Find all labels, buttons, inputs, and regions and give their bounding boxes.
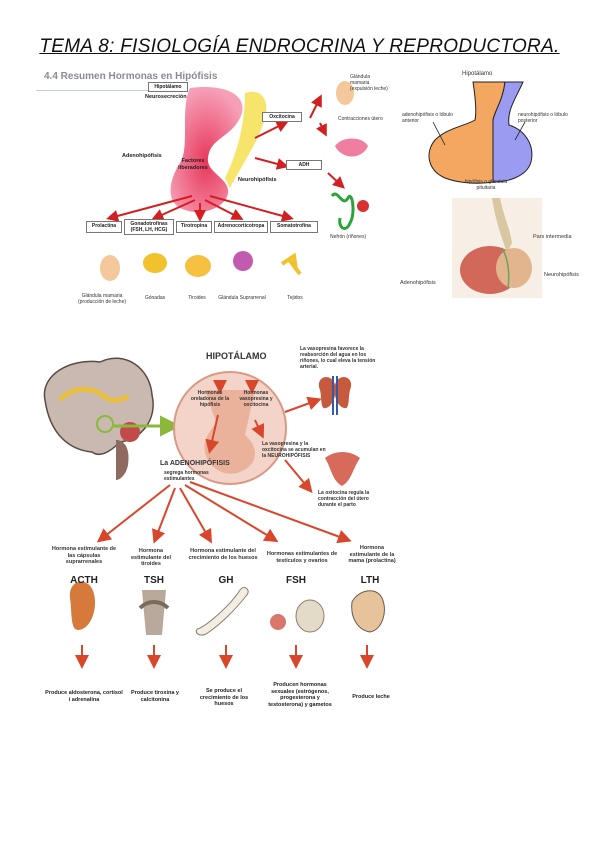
gh-description: Hormona estimulante del crecimiento de l… <box>188 548 258 561</box>
adenohypophysis-anatomy-label: Adenohipófisis <box>400 280 436 286</box>
uterine-label: Contracciones útero <box>338 116 383 122</box>
neurohypophysis-label: Neurohipófisis <box>238 177 277 183</box>
thyroid-icon <box>185 255 211 277</box>
mammary-top-label: Glándula mamaria (expulsión leche) <box>350 74 388 92</box>
flow-arrows <box>75 380 374 669</box>
fsh-description: Hormonas estimulantes de testículos y ov… <box>266 551 338 564</box>
acth-effect: Produce aldosterona, cortisol i adrenali… <box>45 690 123 703</box>
accumulate-label: La vasopresina y la oxcitocina se acumul… <box>262 441 326 459</box>
hypothalamus-pituitary-flow-diagram <box>43 357 385 669</box>
pituitary-gland-label: hipófisis o glándula pituitaria <box>464 179 508 191</box>
ovary-icon <box>270 614 286 630</box>
adenohypophysis-subtitle: segrega hormonas estimulantes <box>164 470 209 482</box>
adrenal-gland-icon <box>69 581 96 630</box>
lth-effect: Produce leche <box>352 694 390 700</box>
brainstem-shape <box>116 440 129 480</box>
testis-icon <box>295 599 325 633</box>
acth-code: ACTH <box>70 575 98 586</box>
mammary-gland-icon <box>336 81 354 105</box>
neurosecretion-label: Neurosecreción <box>145 94 187 100</box>
page-title: TEMA 8: FISIOLOGÍA ENDROCRINA Y REPRODUC… <box>39 36 560 57</box>
lth-description: Hormona estimulante de la mama (prolacti… <box>348 545 396 564</box>
section-rule <box>36 90 176 91</box>
kidney-icon <box>334 376 352 409</box>
renal-vessels-icon <box>332 376 338 415</box>
neurohypophysis-anatomy-label: Neurohipófisis <box>544 272 579 278</box>
bone-icon <box>195 587 249 636</box>
posterior-lobe-shape <box>492 81 533 183</box>
hypothalamus-title: HIPOTÁLAMO <box>206 351 267 361</box>
oxytocin-box: Oxcitocina <box>262 112 302 122</box>
neurohypophysis-lobe-label: neurohipófisis o lóbulo posterior <box>518 112 568 124</box>
adrenal-gland-icon <box>233 251 253 271</box>
thyroid-lobes-shape <box>138 600 170 610</box>
nephron-label: Nefrón (riñones) <box>330 234 367 240</box>
tsh-code: TSH <box>144 575 164 586</box>
uterus-icon <box>335 138 368 157</box>
corpus-callosum-shape <box>58 386 130 403</box>
hypothalamus-box: Hipotálamo <box>148 82 188 92</box>
vasopressin-oxytocin-label: Hormonas vasopresina y oxcitocina <box>239 390 273 408</box>
prolactin-box: Prolactina <box>86 221 122 233</box>
uterus-icon <box>325 452 360 486</box>
pars-intermedia-label: Pars intermedia <box>533 234 572 240</box>
somatotropin-target: Tejidos <box>287 295 303 301</box>
infundibulum-shape <box>492 198 512 253</box>
adenohypophysis-title: La ADENOHIPÓFISIS <box>160 460 230 467</box>
neurohypophysis-anatomy-shape <box>496 248 532 288</box>
pituitary-highlight-icon <box>96 415 114 433</box>
gonadotropins-target: Gónadas <box>144 295 166 301</box>
fsh-code: FSH <box>286 575 306 586</box>
pituitary-lobes-diagram <box>428 81 533 184</box>
leader-line <box>514 121 526 141</box>
gh-effect: Se produce el crecimiento de los huesos <box>199 688 249 707</box>
vasopressin-text: La vasopresina favorece la reabsorción d… <box>300 346 376 370</box>
breast-icon <box>351 590 385 633</box>
adenohypophysis-label: Adenohipófisis <box>122 153 162 159</box>
oxytocin-text: La oxitocina regula la contracción del ú… <box>318 490 370 508</box>
pituitary-anatomy-illustration <box>452 198 542 298</box>
releasing-hormones-label: Hormonas oreladoras de la hipófisis <box>190 390 230 408</box>
gonads-icon <box>143 253 167 273</box>
releasing-factors-label: Factores liberadores <box>178 158 208 171</box>
pituitary-summary-diagram <box>100 81 369 281</box>
gonadotropins-box: Gonadotrofinas (FSH, LH, HCG) <box>124 219 174 235</box>
lth-code: LTH <box>360 575 380 586</box>
thyrotropin-target: Tiroides <box>188 295 206 301</box>
adenohypophysis-shape <box>170 87 243 213</box>
brain-icon <box>43 357 154 456</box>
bone-tissue-icon <box>280 252 302 276</box>
prolactin-target: Glándula mamaria (producción de leche) <box>77 293 127 305</box>
acth-description: Hormona estimulante de las cápsulas supr… <box>51 546 117 565</box>
kidney-icon <box>318 376 336 409</box>
hypothalamus-label: Hipotálamo <box>462 71 493 77</box>
somatotropin-box: Somatotrofina <box>270 221 318 233</box>
neurohypophysis-shape <box>225 91 267 188</box>
thyroid-icon <box>142 590 166 635</box>
section-title: 4.4 Resumen Hormonas en Hipófisis <box>44 71 218 82</box>
vessel-shape <box>501 247 510 289</box>
thyrotropin-box: Tirotropina <box>176 221 212 233</box>
tsh-effect: Produce tiroxina y calcitonina <box>131 690 179 703</box>
mammary-gland-icon <box>100 255 120 281</box>
hormone-arrows <box>106 94 345 222</box>
kidney-glomerulus-icon <box>357 200 369 212</box>
adh-box: ADH <box>286 160 322 170</box>
leader-line <box>432 121 446 146</box>
nephron-icon <box>330 192 355 230</box>
gh-code: GH <box>218 575 234 586</box>
adrenocorticotropin-target: Glándula Suprarrenal <box>218 295 266 301</box>
adenohypophysis-lobe-label: adenohipófisis o lóbulo anterior <box>402 112 453 124</box>
fsh-effect: Producen hormonas sexuales (estrógenos, … <box>268 682 332 708</box>
adrenocorticotropin-box: Adrenocorticotropa <box>214 221 268 233</box>
tsh-description: Hormona estimulante del tiroides <box>130 548 172 567</box>
